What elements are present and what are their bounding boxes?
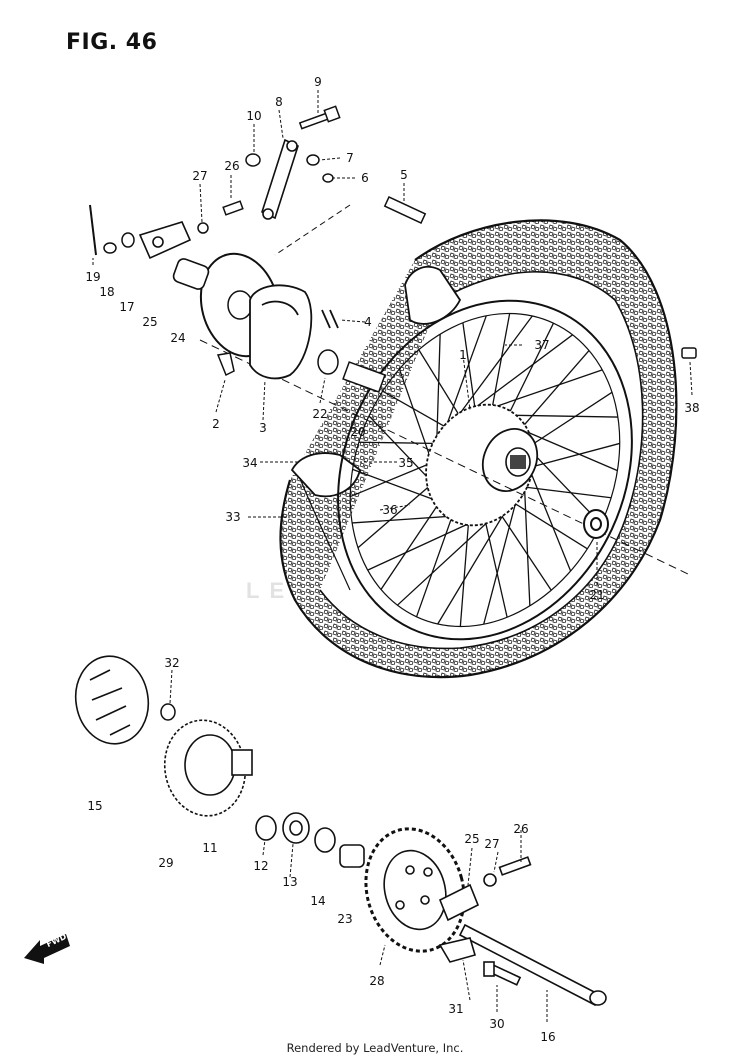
part-number-9: 9 <box>314 75 322 89</box>
part-number-33: 33 <box>225 510 240 524</box>
part-number-31: 31 <box>448 1002 463 1016</box>
figure-title: FIG. 46 <box>66 30 158 55</box>
part-number-22: 22 <box>312 407 327 421</box>
spoke <box>515 350 590 436</box>
part-number-27b: 27 <box>484 837 499 851</box>
part-number-10: 10 <box>246 109 261 123</box>
part-number-16: 16 <box>540 1030 555 1044</box>
part-number-34: 34 <box>242 456 257 470</box>
valve-5 <box>383 196 427 224</box>
part-number-26b: 26 <box>513 822 528 836</box>
part-number-15: 15 <box>87 799 102 813</box>
part-number-4: 4 <box>364 315 372 329</box>
part-number-30: 30 <box>489 1017 504 1031</box>
axle-16 <box>458 923 607 1007</box>
spoke <box>396 511 499 606</box>
spoke <box>459 515 470 627</box>
part-number-11: 11 <box>202 841 217 855</box>
bolt-9 <box>298 105 341 130</box>
part-number-24: 24 <box>170 331 185 345</box>
part-number-14: 14 <box>310 894 325 908</box>
part-number-19: 19 <box>85 270 100 284</box>
spoke <box>350 460 437 498</box>
part-number-2: 2 <box>212 417 220 431</box>
part-number-29: 29 <box>158 856 173 870</box>
bearings-12-13-14 <box>255 812 365 868</box>
clip-4 <box>321 309 339 329</box>
spoke <box>367 516 484 571</box>
spoke <box>511 500 588 550</box>
spoke <box>437 501 512 625</box>
part-number-20: 20 <box>350 425 365 439</box>
spacer-24 <box>172 258 210 290</box>
part-number-27: 27 <box>192 169 207 183</box>
part-number-36: 36 <box>382 503 397 517</box>
sprocket-drum-11 <box>163 719 253 817</box>
part-number-32: 32 <box>164 656 179 670</box>
spoke <box>461 334 573 419</box>
brake-shoes <box>249 284 313 380</box>
clamp-31 <box>438 937 476 963</box>
part-number-25b: 25 <box>464 832 479 846</box>
damper-15 <box>74 655 150 745</box>
spoke <box>448 315 533 429</box>
spoke <box>357 478 439 549</box>
spoke <box>504 322 555 423</box>
spoke <box>358 441 440 445</box>
small-nuts <box>89 153 334 256</box>
spoke <box>490 313 511 415</box>
spoke <box>380 494 445 590</box>
part-number-1: 1 <box>459 348 467 362</box>
part-number-25: 25 <box>142 315 157 329</box>
part-number-28: 28 <box>369 974 384 988</box>
bearing-21 <box>583 509 609 539</box>
part-number-18: 18 <box>99 285 114 299</box>
forward-arrow-icon <box>24 934 70 964</box>
part-number-21: 21 <box>589 588 604 602</box>
part-number-12: 12 <box>253 859 268 873</box>
spoke <box>522 391 613 452</box>
rim-band-38 <box>681 347 697 359</box>
sprocket-28 <box>364 827 466 953</box>
part-number-17: 17 <box>119 300 134 314</box>
part-number-8: 8 <box>275 95 283 109</box>
spoke <box>498 511 552 591</box>
leader-lines <box>92 90 693 1022</box>
part-number-26: 26 <box>224 159 239 173</box>
spacer-22 <box>317 349 386 393</box>
spoke <box>483 516 508 618</box>
spoke <box>462 322 477 414</box>
torque-link-bracket <box>138 221 192 260</box>
part-number-37: 37 <box>534 338 549 352</box>
brake-cam-lever <box>261 138 299 220</box>
part-number-6: 6 <box>361 171 369 185</box>
spoke <box>519 485 612 499</box>
spoke <box>415 507 456 618</box>
footer-credit: Rendered by LeadVenture, Inc. <box>286 1041 464 1055</box>
part-number-35: 35 <box>398 456 413 470</box>
part-number-7: 7 <box>346 151 354 165</box>
part-number-23: 23 <box>337 912 352 926</box>
part-number-5: 5 <box>400 168 408 182</box>
part-number-38: 38 <box>684 401 699 415</box>
nut-32 <box>160 703 176 721</box>
chain-adjuster-25 <box>438 856 532 922</box>
bolt-30 <box>483 961 522 986</box>
part-number-3: 3 <box>259 421 267 435</box>
hub <box>425 403 539 527</box>
spokes <box>350 313 620 627</box>
spoke <box>523 442 620 470</box>
spoke <box>483 487 521 625</box>
part-number-13: 13 <box>282 875 297 889</box>
